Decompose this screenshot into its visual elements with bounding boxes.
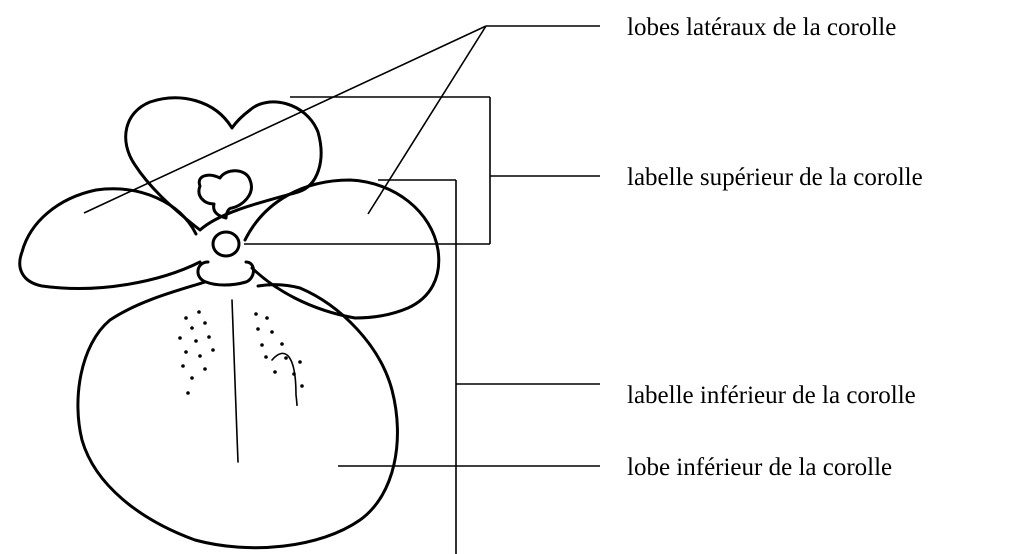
- left-speckles: [178, 310, 215, 395]
- label-lateral-lobes: lobes latéraux de la corolle: [627, 14, 896, 41]
- left-lateral-lobe: [20, 189, 200, 289]
- leader-lateral-left: [84, 26, 486, 213]
- label-lower-lip: labelle inférieur de la corolle: [627, 382, 916, 409]
- right-speckles: [254, 312, 304, 388]
- right-lateral-lobe: [245, 180, 439, 318]
- center-ornament: [199, 171, 251, 218]
- flower-drawing: [20, 98, 439, 548]
- label-upper-lip: labelle supérieur de la corolle: [627, 164, 923, 191]
- labels: lobes latéraux de la corolle labelle sup…: [627, 14, 923, 481]
- upper-lip-petal: [126, 98, 321, 230]
- column-ring: [213, 232, 239, 256]
- leader-lines: [84, 26, 600, 554]
- right-vein: [272, 353, 297, 405]
- lower-lobe-petal: [78, 282, 398, 548]
- midrib-vein: [232, 300, 238, 462]
- label-lower-lobe: lobe inférieur de la corolle: [627, 454, 892, 481]
